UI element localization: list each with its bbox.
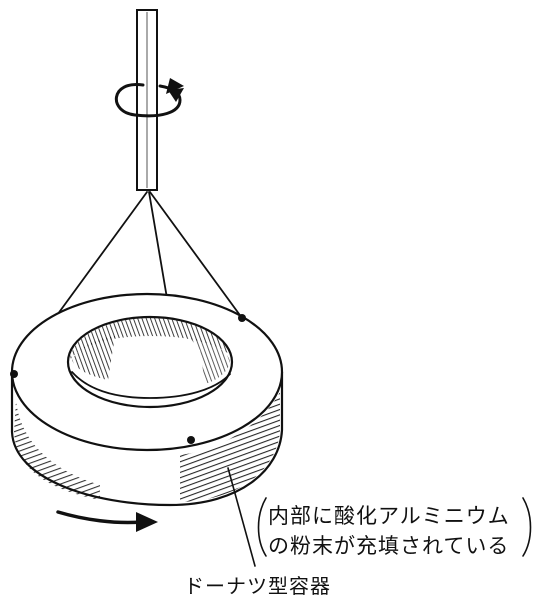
note-line-1: 内部に酸化アルミニウム [268,504,510,528]
rotating-rod [136,9,158,191]
caption-label: ドーナツ型容器 [184,574,331,598]
note-right-paren [522,497,532,557]
leader-line [227,467,256,567]
rotation-arrow-icon [115,78,184,118]
note-left-paren [257,497,267,557]
motion-arrow-icon [56,510,158,532]
donut-container [10,292,284,507]
note-line-2: の粉末が充填されている [268,534,510,558]
